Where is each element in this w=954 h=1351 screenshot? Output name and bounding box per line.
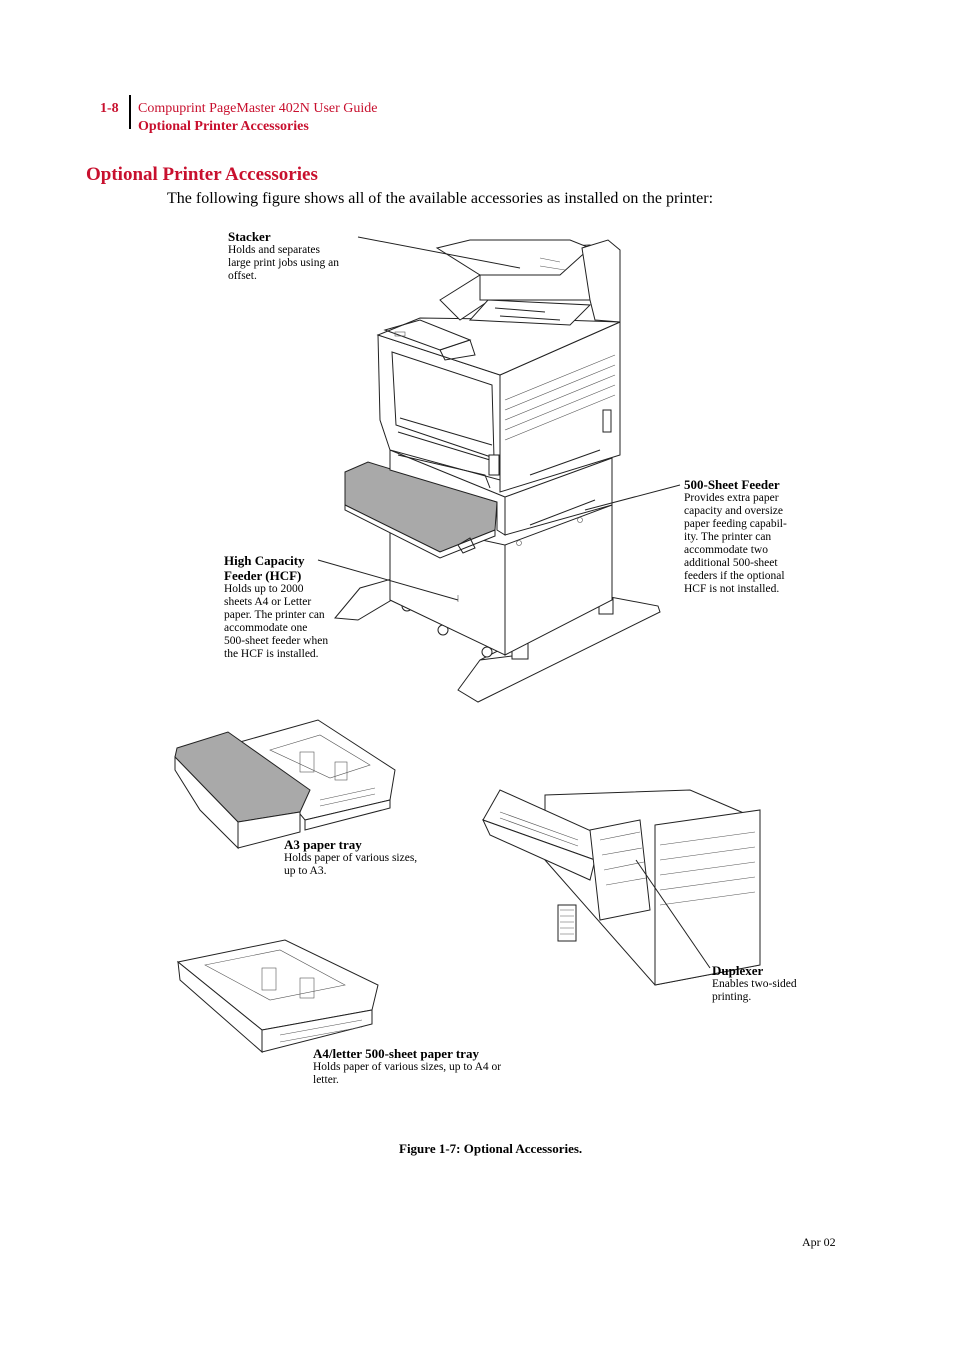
callout-text: large print jobs using an bbox=[228, 257, 339, 269]
callout-text: capacity and oversize bbox=[684, 505, 783, 517]
duplexer-drawing bbox=[482, 789, 761, 986]
callout-text: Holds paper of various sizes, up to A4 o… bbox=[313, 1061, 502, 1073]
callout-stacker: Stacker Holds and separates large print … bbox=[228, 229, 339, 283]
callout-text: ity. The printer can bbox=[684, 531, 772, 543]
callout-text: paper. The printer can bbox=[224, 609, 325, 621]
callout-title: A3 paper tray bbox=[284, 837, 362, 852]
callout-text: letter. bbox=[313, 1074, 339, 1086]
callout-leader-lines bbox=[317, 236, 711, 969]
callout-text: printing. bbox=[712, 991, 752, 1003]
callout-high-capacity-feeder: High Capacity Feeder (HCF) Holds up to 2… bbox=[224, 553, 328, 661]
callout-a3-paper-tray: A3 paper tray Holds paper of various siz… bbox=[284, 837, 417, 878]
header-divider bbox=[129, 95, 131, 129]
a3-paper-tray-drawing bbox=[174, 719, 396, 850]
callout-text: Provides extra paper bbox=[684, 492, 779, 504]
callout-500-sheet-feeder: 500-Sheet Feeder Provides extra paper ca… bbox=[684, 477, 787, 596]
footer-date: Apr 02 bbox=[802, 1235, 836, 1249]
callout-a4-letter-tray: A4/letter 500-sheet paper tray Holds pap… bbox=[313, 1046, 501, 1087]
callout-text: offset. bbox=[228, 270, 257, 282]
callout-text: Holds paper of various sizes, bbox=[284, 852, 418, 864]
callout-title: 500-Sheet Feeder bbox=[684, 477, 780, 492]
callout-text: 500-sheet feeder when bbox=[224, 635, 329, 647]
callout-text: additional 500-sheet bbox=[684, 557, 778, 569]
callout-text: Holds up to 2000 bbox=[224, 583, 304, 595]
callout-text: HCF is not installed. bbox=[684, 583, 780, 595]
callout-text: the HCF is installed. bbox=[224, 648, 319, 660]
callout-text: paper feeding capabil- bbox=[684, 518, 787, 530]
callout-title: Duplexer bbox=[712, 963, 764, 978]
printer-with-accessories-drawing bbox=[334, 239, 661, 703]
callout-text: Holds and separates bbox=[228, 244, 320, 256]
callout-duplexer: Duplexer Enables two-sided printing. bbox=[712, 963, 797, 1004]
callout-text: sheets A4 or Letter bbox=[224, 596, 312, 608]
intro-paragraph: The following figure shows all of the av… bbox=[167, 190, 714, 207]
page-number: 1-8 bbox=[100, 101, 119, 116]
figure-caption: Figure 1-7: Optional Accessories. bbox=[399, 1141, 583, 1156]
callout-title: High Capacity bbox=[224, 553, 305, 568]
callout-title: A4/letter 500-sheet paper tray bbox=[313, 1046, 479, 1061]
callout-title: Feeder (HCF) bbox=[224, 568, 302, 583]
callout-text: feeders if the optional bbox=[684, 570, 785, 582]
callout-title: Stacker bbox=[228, 229, 271, 244]
section-title: Optional Printer Accessories bbox=[86, 164, 318, 185]
callout-text: Enables two-sided bbox=[712, 978, 797, 990]
a4-letter-tray-drawing bbox=[176, 939, 379, 1054]
callout-text: up to A3. bbox=[284, 865, 327, 877]
header-section-name: Optional Printer Accessories bbox=[138, 119, 309, 134]
callout-text: accommodate two bbox=[684, 544, 768, 556]
document-title: Compuprint PageMaster 402N User Guide bbox=[138, 101, 378, 116]
callout-text: accommodate one bbox=[224, 622, 308, 634]
